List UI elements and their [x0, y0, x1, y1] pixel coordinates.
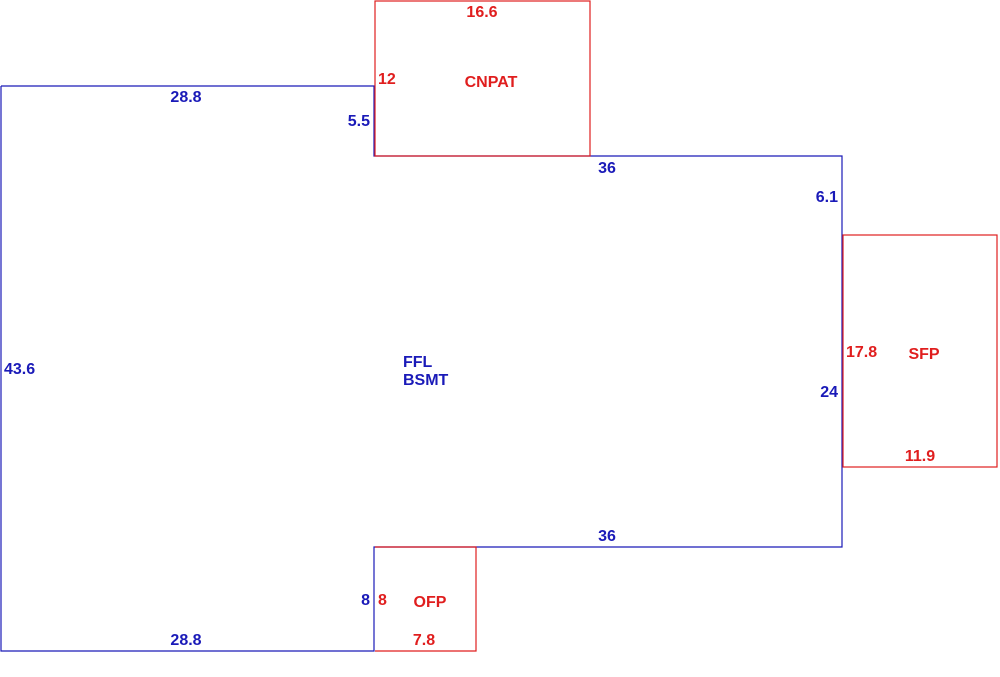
dim-top-right: 36 [598, 160, 616, 177]
main-area-name-line2: BSMT [403, 372, 449, 389]
dim-left: 43.6 [4, 361, 35, 378]
dim-bottom-left: 28.8 [170, 632, 201, 649]
dim-top-left: 28.8 [170, 89, 201, 106]
sfp-name: SFP [908, 346, 939, 363]
ofp-dim-left: 8 [378, 592, 387, 609]
sfp-dim-bottom: 11.9 [905, 448, 935, 465]
main-area-outline [0, 85, 843, 652]
cnpat-dim-left: 12 [378, 71, 396, 88]
sfp-dim-left: 17.8 [846, 344, 877, 361]
ofp-outline [375, 546, 477, 652]
dim-notch-left: 5.5 [348, 113, 370, 130]
dim-right-upper: 6.1 [816, 189, 838, 206]
main-area-name-line1: FFL [403, 354, 433, 371]
dim-right-lower: 24 [820, 384, 838, 401]
cnpat-dim-top: 16.6 [466, 4, 497, 21]
dim-notch-bottom: 8 [361, 592, 370, 609]
dim-bottom-right: 36 [598, 528, 616, 545]
cnpat-name: CNPAT [465, 74, 518, 91]
sfp-outline [842, 234, 998, 468]
ofp-dim-bottom: 7.8 [413, 632, 435, 649]
cnpat-outline [374, 0, 591, 157]
ofp-name: OFP [414, 594, 447, 611]
